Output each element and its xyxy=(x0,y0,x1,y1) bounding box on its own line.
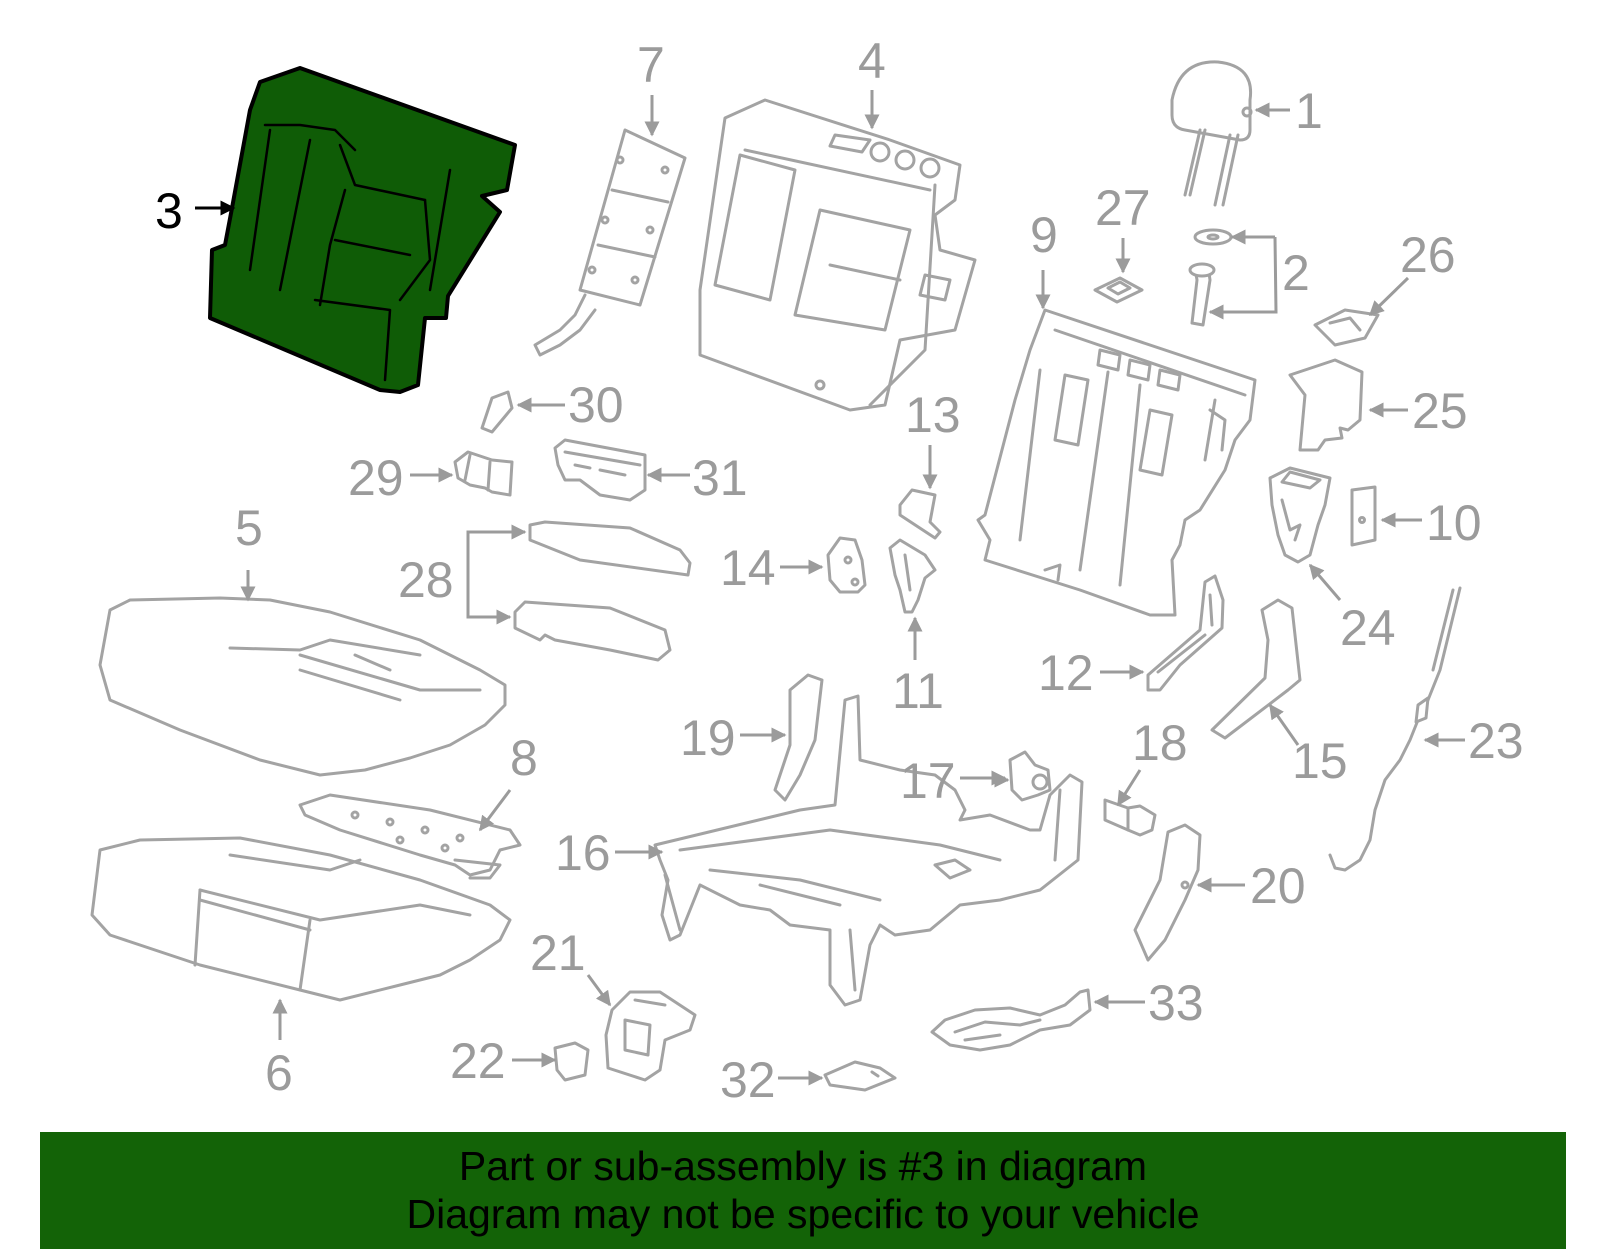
callout-25: 25 xyxy=(1412,383,1468,439)
callout-32: 32 xyxy=(720,1052,776,1108)
callout-28: 28 xyxy=(398,552,454,608)
info-banner: Part or sub-assembly is #3 in diagram Di… xyxy=(40,1132,1566,1249)
callout-26: 26 xyxy=(1400,227,1456,283)
callout-4: 4 xyxy=(858,33,886,89)
part-11-bracket[interactable] xyxy=(888,538,937,614)
callout-31: 31 xyxy=(692,450,748,506)
callout-11: 11 xyxy=(892,663,944,719)
callout-1: 1 xyxy=(1295,83,1323,139)
part-20-side-shield[interactable] xyxy=(1133,823,1202,962)
part-4-seat-back-frame[interactable] xyxy=(698,98,977,412)
callout-10: 10 xyxy=(1426,495,1482,551)
parts-diagram: 3 1 2 4 7 27 9 26 25 30 29 31 13 10 14 2… xyxy=(90,33,1524,1108)
callout-7: 7 xyxy=(637,37,665,93)
part-6-seat-cushion[interactable] xyxy=(90,836,512,1002)
callout-12: 12 xyxy=(1038,645,1094,701)
leader-lines xyxy=(195,90,1465,1086)
part-12-reinforcement[interactable] xyxy=(1146,574,1225,692)
callout-17: 17 xyxy=(900,753,956,809)
part-13-hook[interactable] xyxy=(898,488,942,540)
callout-27: 27 xyxy=(1095,180,1151,236)
callout-13: 13 xyxy=(905,387,961,443)
part-22-cap[interactable] xyxy=(553,1041,590,1082)
callout-8: 8 xyxy=(510,730,538,786)
part-23-cable[interactable] xyxy=(1328,586,1462,872)
callout-5: 5 xyxy=(235,500,263,556)
banner-line-disclaimer: Diagram may not be specific to your vehi… xyxy=(406,1191,1200,1237)
part-30-clip[interactable] xyxy=(480,390,514,434)
callout-3: 3 xyxy=(155,183,183,239)
callout-33: 33 xyxy=(1148,975,1204,1031)
part-15-side-trim[interactable] xyxy=(1210,598,1302,740)
part-19-back-support[interactable] xyxy=(773,673,824,802)
callout-24: 24 xyxy=(1340,600,1396,656)
part-9-back-panel[interactable] xyxy=(976,308,1257,617)
part-10-cover[interactable] xyxy=(1350,485,1377,547)
part-5-seat-cushion-pad[interactable] xyxy=(98,596,507,777)
callout-18: 18 xyxy=(1132,715,1188,771)
callout-23: 23 xyxy=(1468,713,1524,769)
banner-line-part: Part or sub-assembly is #3 in diagram xyxy=(458,1143,1148,1189)
callout-21: 21 xyxy=(530,925,586,981)
part-32-cover-plate[interactable] xyxy=(823,1060,897,1092)
part-17-bushing[interactable] xyxy=(1008,750,1052,802)
part-2-bolt-washer[interactable] xyxy=(1188,228,1233,327)
callout-20: 20 xyxy=(1250,858,1306,914)
callout-labels: 3 1 2 4 7 27 9 26 25 30 29 31 13 10 14 2… xyxy=(155,33,1524,1108)
callout-2: 2 xyxy=(1282,245,1310,301)
part-25-trim-cover[interactable] xyxy=(1288,358,1364,452)
part-28-armrest[interactable] xyxy=(513,520,692,662)
callout-6: 6 xyxy=(265,1045,293,1101)
part-3-seat-back-cushion[interactable] xyxy=(208,66,517,394)
callout-14: 14 xyxy=(720,540,776,596)
part-31-cup-holder[interactable] xyxy=(553,438,647,502)
callout-30: 30 xyxy=(568,377,624,433)
part-14-hinge-bracket[interactable] xyxy=(826,536,867,594)
part-16-seat-pan-frame[interactable] xyxy=(653,694,1084,1007)
part-7-back-panel[interactable] xyxy=(533,128,687,357)
part-24-latch[interactable] xyxy=(1268,466,1332,564)
callout-22: 22 xyxy=(450,1033,506,1089)
part-33-harness[interactable] xyxy=(930,988,1092,1052)
part-18-bolt[interactable] xyxy=(1103,798,1157,837)
callout-9: 9 xyxy=(1030,207,1058,263)
part-27-clip[interactable] xyxy=(1093,276,1144,304)
callout-16: 16 xyxy=(555,825,611,881)
callout-29: 29 xyxy=(348,450,404,506)
part-21-recliner-bracket[interactable] xyxy=(604,990,697,1082)
callout-15: 15 xyxy=(1292,733,1348,789)
callout-19: 19 xyxy=(680,710,736,766)
part-26-latch-cover[interactable] xyxy=(1313,308,1380,347)
part-1-headrest[interactable] xyxy=(1170,60,1253,207)
part-29-bracket[interactable] xyxy=(453,450,514,497)
part-8-seat-pan-bracket[interactable] xyxy=(298,793,522,880)
